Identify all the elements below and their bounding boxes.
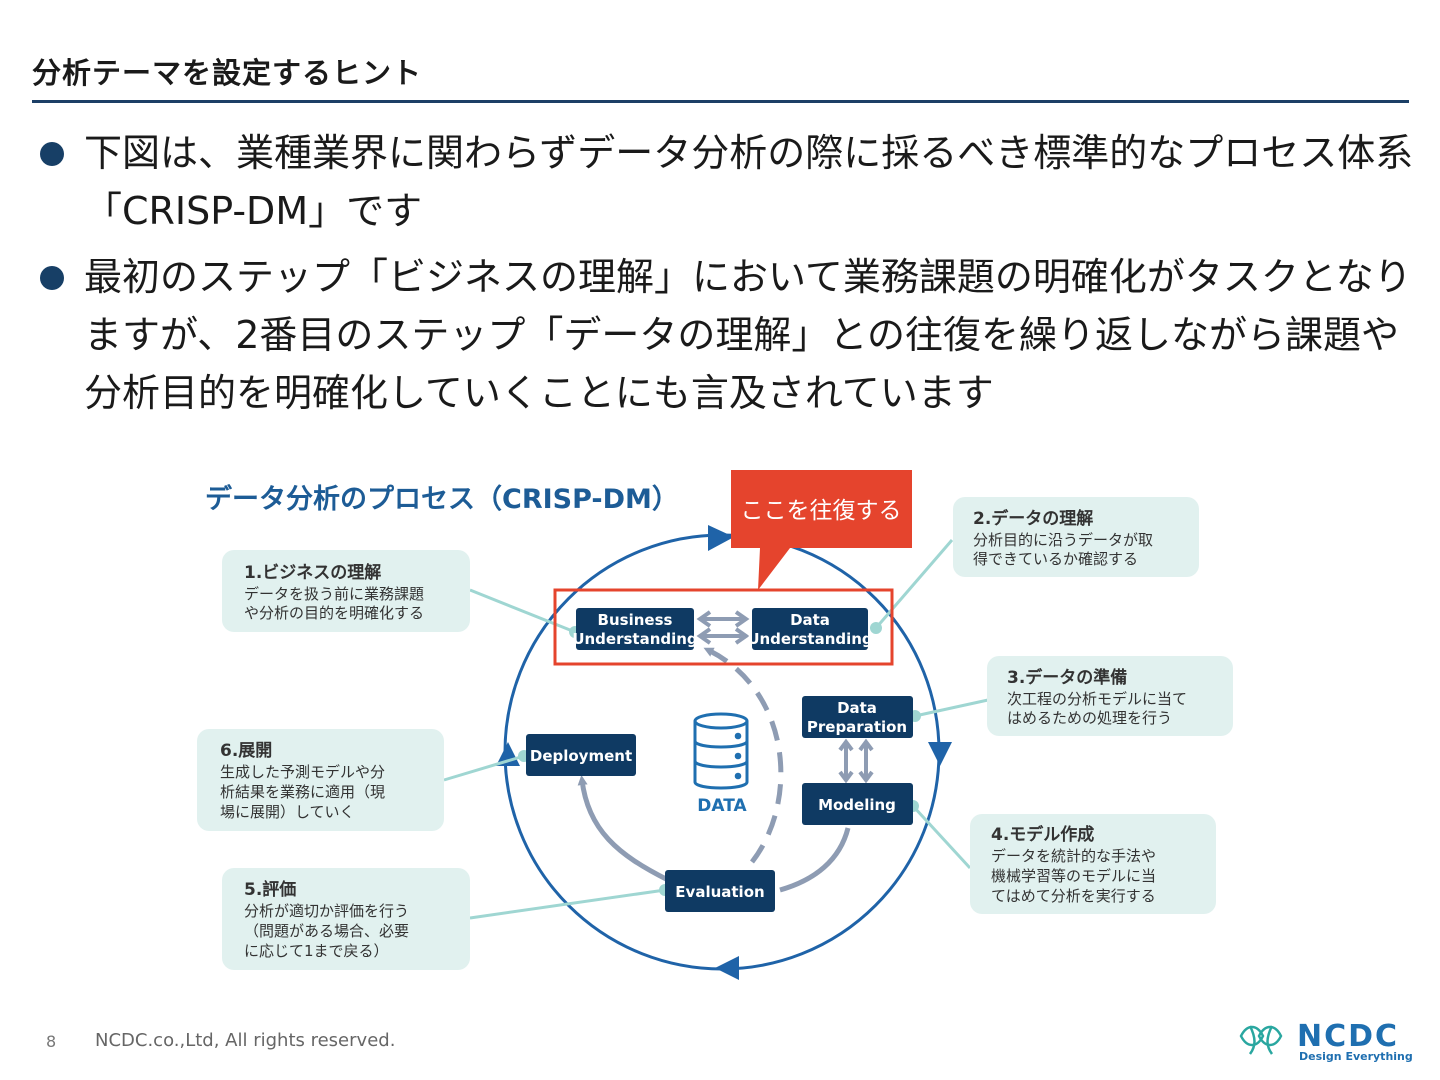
diagram-title: データ分析のプロセス（CRISP-DM） xyxy=(205,483,679,515)
highlight-frame xyxy=(553,588,894,666)
double-arrow-icon xyxy=(696,627,750,645)
note-title: 2.データの理解 xyxy=(973,508,1093,529)
database-icon xyxy=(693,712,749,790)
note-text: データを統計的な手法や xyxy=(991,847,1156,865)
node-label: Deployment xyxy=(530,747,632,765)
node-deployment xyxy=(526,734,636,776)
node-label: Understanding xyxy=(747,630,872,648)
bullet-dot-icon xyxy=(40,266,64,290)
node-label: Data xyxy=(837,699,877,717)
connector-lines xyxy=(443,539,989,920)
logo-name: NCDC xyxy=(1297,1019,1399,1054)
bullet-text: 下図は、業種業界に関わらずデータ分析の際に採るべき標準的なプロセス体系「CRIS… xyxy=(84,131,1414,233)
note-card-3 xyxy=(987,656,1233,736)
callout-text: ここを往復する xyxy=(741,498,902,524)
inner-arc-arrow xyxy=(779,827,851,893)
inner-arc-arrow xyxy=(577,775,670,883)
node-label: Understanding xyxy=(572,630,697,648)
bullet-item: 下図は、業種業界に関わらずデータ分析の際に採るべき標準的なプロセス体系「CRIS… xyxy=(36,124,1416,240)
note-title: 1.ビジネスの理解 xyxy=(244,562,381,583)
note-text: に応じて1まで戻る） xyxy=(244,942,389,960)
note-card-5 xyxy=(222,868,470,970)
slide-title: 分析テーマを設定するヒント xyxy=(32,56,423,90)
node-label: Modeling xyxy=(818,796,896,814)
page-number: 8 xyxy=(46,1032,57,1051)
note-title: 5.評価 xyxy=(244,879,296,900)
logo-mark-icon xyxy=(1239,1025,1283,1055)
note-text: データを扱う前に業務課題 xyxy=(244,585,424,603)
note-card-1 xyxy=(222,550,470,632)
note-text: 生成した予測モデルや分 xyxy=(220,763,385,781)
bullet-text: 最初のステップ「ビジネスの理解」において業務課題の明確化がタスクとなりますが、2… xyxy=(84,255,1412,415)
note-card-4 xyxy=(970,814,1216,914)
copyright-text: NCDC.co.,Ltd, All rights reserved. xyxy=(95,1030,396,1051)
callout-bubble xyxy=(731,470,912,590)
cycle-arrow-icon xyxy=(715,956,739,980)
note-text: 得できているか確認する xyxy=(973,550,1138,568)
note-text: や分析の目的を明確化する xyxy=(244,604,424,622)
note-title: 3.データの準備 xyxy=(1007,667,1127,688)
bullet-dot-icon xyxy=(40,142,64,166)
double-arrow-icon xyxy=(858,738,874,784)
note-text: 分析目的に沿うデータが取 xyxy=(973,531,1153,549)
cycle-arrow-icon xyxy=(928,742,952,766)
note-text: 次工程の分析モデルに当て xyxy=(1007,690,1187,708)
note-text: 析結果を業務に適用（現 xyxy=(220,783,385,801)
note-card-2 xyxy=(953,497,1199,577)
double-arrow-icon xyxy=(696,610,750,628)
note-text: 機械学習等のモデルに当 xyxy=(991,867,1156,885)
data-label: DATA xyxy=(697,796,747,816)
node-evaluation xyxy=(665,870,775,912)
node-data-understanding xyxy=(752,608,868,650)
node-label: Evaluation xyxy=(675,883,764,901)
node-modeling xyxy=(802,783,913,825)
title-divider xyxy=(32,100,1409,103)
note-text: はめるための処理を行う xyxy=(1007,709,1172,727)
cycle-arrow-icon xyxy=(708,525,734,551)
double-arrow-icon xyxy=(838,738,854,784)
note-title: 4.モデル作成 xyxy=(991,824,1094,845)
bullet-item: 最初のステップ「ビジネスの理解」において業務課題の明確化がタスクとなりますが、2… xyxy=(36,248,1416,422)
logo-tagline: Design Everything xyxy=(1299,1050,1413,1063)
node-label: Data xyxy=(790,611,830,629)
node-label: Business xyxy=(598,611,673,629)
bullet-list: 下図は、業種業界に関わらずデータ分析の際に採るべき標準的なプロセス体系「CRIS… xyxy=(36,124,1416,430)
node-label: Preparation xyxy=(807,718,907,736)
ncdc-logo: NCDC Design Everything xyxy=(1239,1019,1413,1063)
note-text: 場に展開）していく xyxy=(220,803,355,821)
note-text: てはめて分析を実行する xyxy=(991,887,1156,905)
node-data-preparation xyxy=(802,696,913,738)
note-text: 分析が適切か評価を行う xyxy=(244,902,409,920)
note-card-6 xyxy=(197,729,444,831)
node-business-understanding xyxy=(576,608,694,650)
inner-dashed-arrow xyxy=(703,647,784,864)
note-title: 6.展開 xyxy=(220,741,272,761)
note-text: （問題がある場合、必要 xyxy=(244,922,409,940)
